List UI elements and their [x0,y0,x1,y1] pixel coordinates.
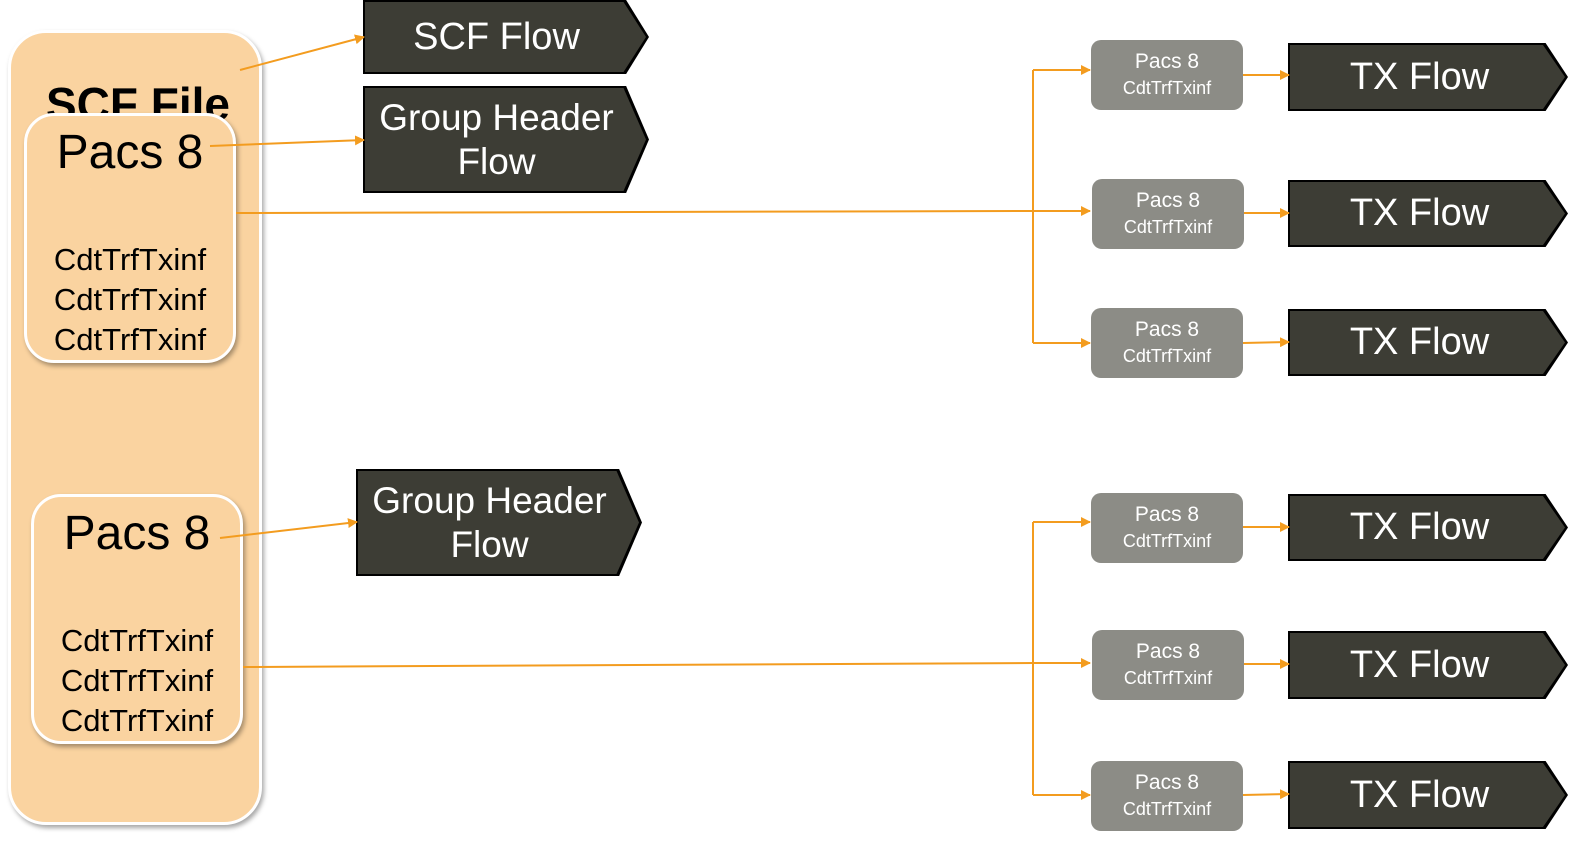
tx-flow-6: TX Flow [1290,763,1565,827]
pacs-node-2: Pacs 8 CdtTrfTxinf [1092,179,1244,249]
connector-arrow [1242,789,1290,800]
pacs-node-subtitle: CdtTrfTxinf [1122,78,1212,98]
txinf-item: CdtTrfTxinf [60,703,214,738]
pacs-node-5: Pacs 8 CdtTrfTxinf [1092,630,1244,700]
tx-flow-label: TX Flow [1349,773,1490,816]
connector-line [235,210,1035,214]
connector-line [242,662,1035,668]
pacs-node-title: Pacs 8 [1134,318,1200,341]
group-header-flow-line2: Flow [450,523,529,565]
tx-flow-3: TX Flow [1290,311,1565,374]
tx-flow-4: TX Flow [1290,496,1565,559]
pacs-node-title: Pacs 8 [1135,189,1201,212]
connector-arrow [209,135,365,147]
group-header-flow-line2: Flow [457,140,536,182]
txinf-item: CdtTrfTxinf [60,663,214,698]
pacs-node-title: Pacs 8 [1134,50,1200,73]
pacs-node-subtitle: CdtTrfTxinf [1123,668,1213,688]
tx-flow-label: TX Flow [1349,192,1490,234]
pacs-node-3: Pacs 8 CdtTrfTxinf [1091,308,1243,378]
pacs-node-title: Pacs 8 [1135,640,1201,663]
tx-flow-5: TX Flow [1290,633,1565,697]
scf-flow-label: SCF Flow [413,15,580,58]
connector-arrow [1242,337,1290,348]
group-header-flow-line1: Group Header [372,479,607,521]
pacs-node-title: Pacs 8 [1134,771,1200,794]
pacs-group-title: Pacs 8 [56,126,204,179]
pacs-node-subtitle: CdtTrfTxinf [1122,346,1212,366]
pacs-group-1: Pacs 8 CdtTrfTxinf CdtTrfTxinf CdtTrfTxi… [24,113,236,363]
pacs-node-4: Pacs 8 CdtTrfTxinf [1091,493,1243,563]
pacs-node-subtitle: CdtTrfTxinf [1123,217,1213,237]
pacs-node-title: Pacs 8 [1134,503,1200,526]
tx-flow-label: TX Flow [1349,321,1490,363]
pacs-group-title: Pacs 8 [63,507,211,560]
connector-arrow [219,518,358,539]
tx-flow-label: TX Flow [1349,506,1490,548]
group-header-flow-2: Group Header Flow [358,471,639,574]
pacs-node-6: Pacs 8 CdtTrfTxinf [1091,761,1243,831]
txinf-item: CdtTrfTxinf [53,242,207,277]
txinf-item: CdtTrfTxinf [53,322,207,357]
tx-flow-1: TX Flow [1290,45,1565,109]
pacs-node-subtitle: CdtTrfTxinf [1122,531,1212,551]
pacs-group-2: Pacs 8 CdtTrfTxinf CdtTrfTxinf CdtTrfTxi… [31,494,243,744]
tx-flow-label: TX Flow [1349,55,1490,98]
pacs-node-1: Pacs 8 CdtTrfTxinf [1091,40,1243,110]
group-header-flow-line1: Group Header [379,96,614,138]
pacs-node-subtitle: CdtTrfTxinf [1122,799,1212,819]
txinf-item: CdtTrfTxinf [60,623,214,658]
group-header-flow-1: Group Header Flow [365,88,646,191]
txinf-item: CdtTrfTxinf [53,282,207,317]
scf-flow-box: SCF Flow [365,2,646,72]
tx-flow-label: TX Flow [1349,643,1490,686]
connector-arrow [239,34,365,71]
tx-flow-2: TX Flow [1290,182,1565,245]
